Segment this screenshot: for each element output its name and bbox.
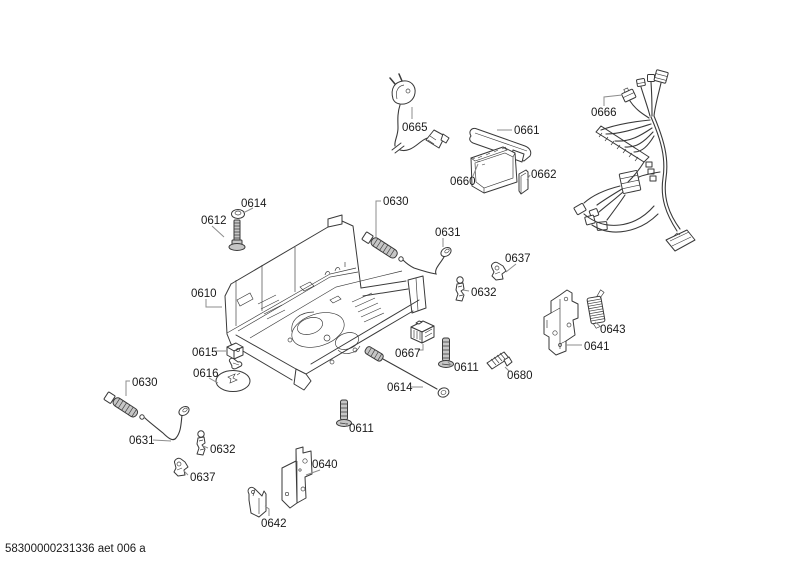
part-0632-clip-mid-drawing [455, 276, 465, 302]
part-label-0637-left: 0637 [190, 472, 216, 484]
part-label-0611-bottom: 0611 [349, 423, 374, 435]
leader-0637-left [183, 470, 189, 476]
leader-0662 [526, 174, 531, 181]
part-0630-damper-top-drawing [361, 231, 398, 259]
part-0637-clip-left-drawing [173, 457, 189, 477]
leader-0637-mid [505, 263, 517, 273]
part-0642-bracket-drawing [247, 486, 267, 518]
part-0612-bolt-drawing [228, 219, 246, 251]
part-label-0661: 0661 [514, 125, 540, 137]
leader-0611-bottom [344, 422, 349, 428]
part-label-0614-mid: 0614 [387, 382, 413, 394]
part-label-0631-left: 0631 [129, 435, 155, 447]
leader-0631-left [152, 439, 172, 442]
part-0631-sensor-left-drawing [139, 405, 190, 441]
leader-0610 [205, 299, 222, 308]
part-label-0641: 0641 [584, 341, 610, 353]
document-number: 58300000231336 aet 006 a [5, 543, 146, 555]
part-label-0637-mid: 0637 [505, 253, 531, 265]
part-0631-sensor-mid-drawing [398, 246, 452, 275]
part-label-0667: 0667 [395, 348, 421, 360]
part-label-0642: 0642 [261, 518, 287, 530]
leader-0630-top [375, 200, 381, 237]
part-label-0632-mid: 0632 [471, 287, 497, 299]
part-label-0630-left: 0630 [132, 377, 158, 389]
leader-0632-mid [462, 289, 470, 292]
part-0680-grille-drawing [486, 351, 513, 370]
leader-0612 [211, 225, 225, 238]
part-label-0660: 0660 [450, 176, 476, 188]
leader-0680 [504, 366, 510, 372]
part-label-0612: 0612 [201, 215, 227, 227]
part-0610-base-frame-drawing [224, 214, 427, 391]
part-label-0616: 0616 [193, 368, 219, 380]
part-label-0611-mid: 0611 [454, 362, 479, 374]
part-0640-bracket-drawing [281, 446, 313, 509]
leader-0660 [472, 163, 479, 177]
part-0632-clip-left-drawing [196, 430, 206, 456]
part-label-0632-left: 0632 [210, 444, 236, 456]
part-0611-screw-mid-drawing [438, 337, 454, 368]
part-label-0665: 0665 [402, 122, 428, 134]
part-label-0666: 0666 [591, 107, 617, 119]
leader-0640 [305, 469, 321, 476]
part-0611-screw-bottom-drawing [336, 399, 352, 427]
part-0665-power-cord-drawing [389, 73, 450, 154]
part-0662-strip-drawing [518, 169, 529, 195]
part-0637-clip-mid-drawing [491, 261, 507, 281]
leader-0642 [264, 505, 270, 516]
part-label-0640: 0640 [312, 459, 338, 471]
leader-0611-mid [447, 361, 453, 367]
part-0615-box-drawing [226, 342, 244, 370]
part-0641-bracket-drawing [543, 289, 579, 356]
part-0614-rod-drawing [364, 346, 450, 398]
part-label-0615: 0615 [192, 347, 218, 359]
leader-0614-top [242, 207, 254, 214]
part-label-0610: 0610 [191, 288, 217, 300]
leader-0632-left [202, 445, 209, 449]
leader-0630-left [125, 380, 130, 396]
part-0616-disc-drawing [215, 370, 251, 392]
part-0630-damper-left-drawing [103, 391, 139, 418]
part-0666-wiring-harness-drawing [573, 69, 696, 252]
part-0614-washer-drawing [231, 209, 245, 219]
part-label-0662: 0662 [531, 169, 557, 181]
part-0660-box-drawing [470, 146, 518, 194]
part-label-0630-top: 0630 [383, 196, 409, 208]
leader-0643 [594, 321, 602, 328]
part-0643-filter-drawing [586, 289, 606, 329]
part-0661-cover-strip-drawing [469, 128, 532, 163]
leader-0616 [208, 377, 219, 384]
part-0667-block-drawing [410, 320, 435, 344]
leader-0666 [603, 94, 623, 106]
leader-0667 [418, 344, 424, 351]
part-label-0680: 0680 [507, 370, 533, 382]
part-label-0643: 0643 [600, 324, 626, 336]
part-label-0631-mid: 0631 [435, 227, 461, 239]
part-label-0614-top: 0614 [241, 198, 267, 210]
